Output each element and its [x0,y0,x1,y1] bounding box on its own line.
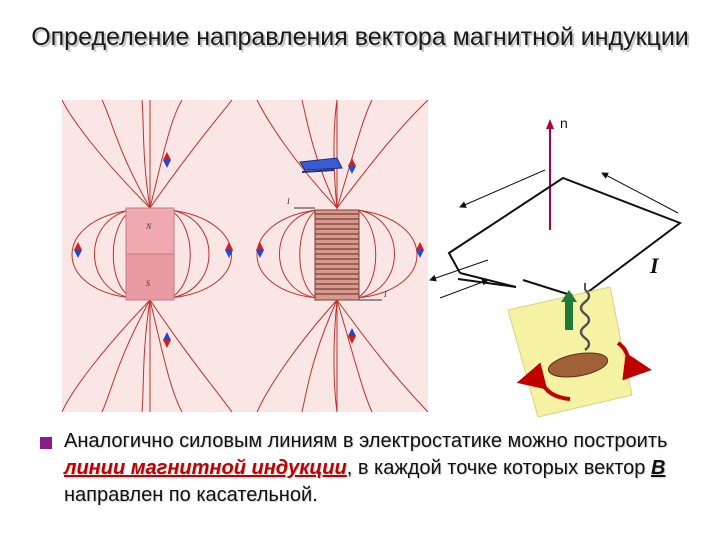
normal-vector-arrowhead [546,119,554,129]
normal-vector-label: n [560,115,568,131]
magnet-south-half [126,254,174,300]
magnet-north-half [126,208,174,254]
field-lines-figure: N S I I [62,100,428,412]
current-direction-arrows [430,170,678,298]
bullet-text-part-3: , в каждой точке которых вектор [347,457,651,479]
bullet-text-part-1: Аналогично силовым линиям в электростати… [64,430,667,452]
current-label: I [649,253,660,278]
bar-magnet: N S [126,208,174,300]
bullet-text: Аналогично силовым линиям в электростати… [64,428,694,509]
magnetic-induction-lines-term: линии магнитной индукции [64,457,347,479]
current-arrow-lead-out [440,280,488,298]
figure-background [62,100,428,412]
bullet-text-part-5: направлен по касательной. [64,484,318,506]
gimlet-up-arrow-shaft [565,300,573,330]
vector-b-symbol: B [651,457,665,479]
magnet-north-label: N [145,222,152,231]
current-arrow-top-left [460,170,545,207]
current-loop-figure: n I [420,105,720,425]
solenoid-current-bottom-label: I [383,290,387,299]
solenoid-current-top-label: I [286,197,290,206]
magnet-south-label: S [146,279,150,288]
bullet-marker [40,437,52,449]
slide-title: Определение направления вектора магнитно… [20,22,700,53]
gimlet-illustration [508,283,632,417]
